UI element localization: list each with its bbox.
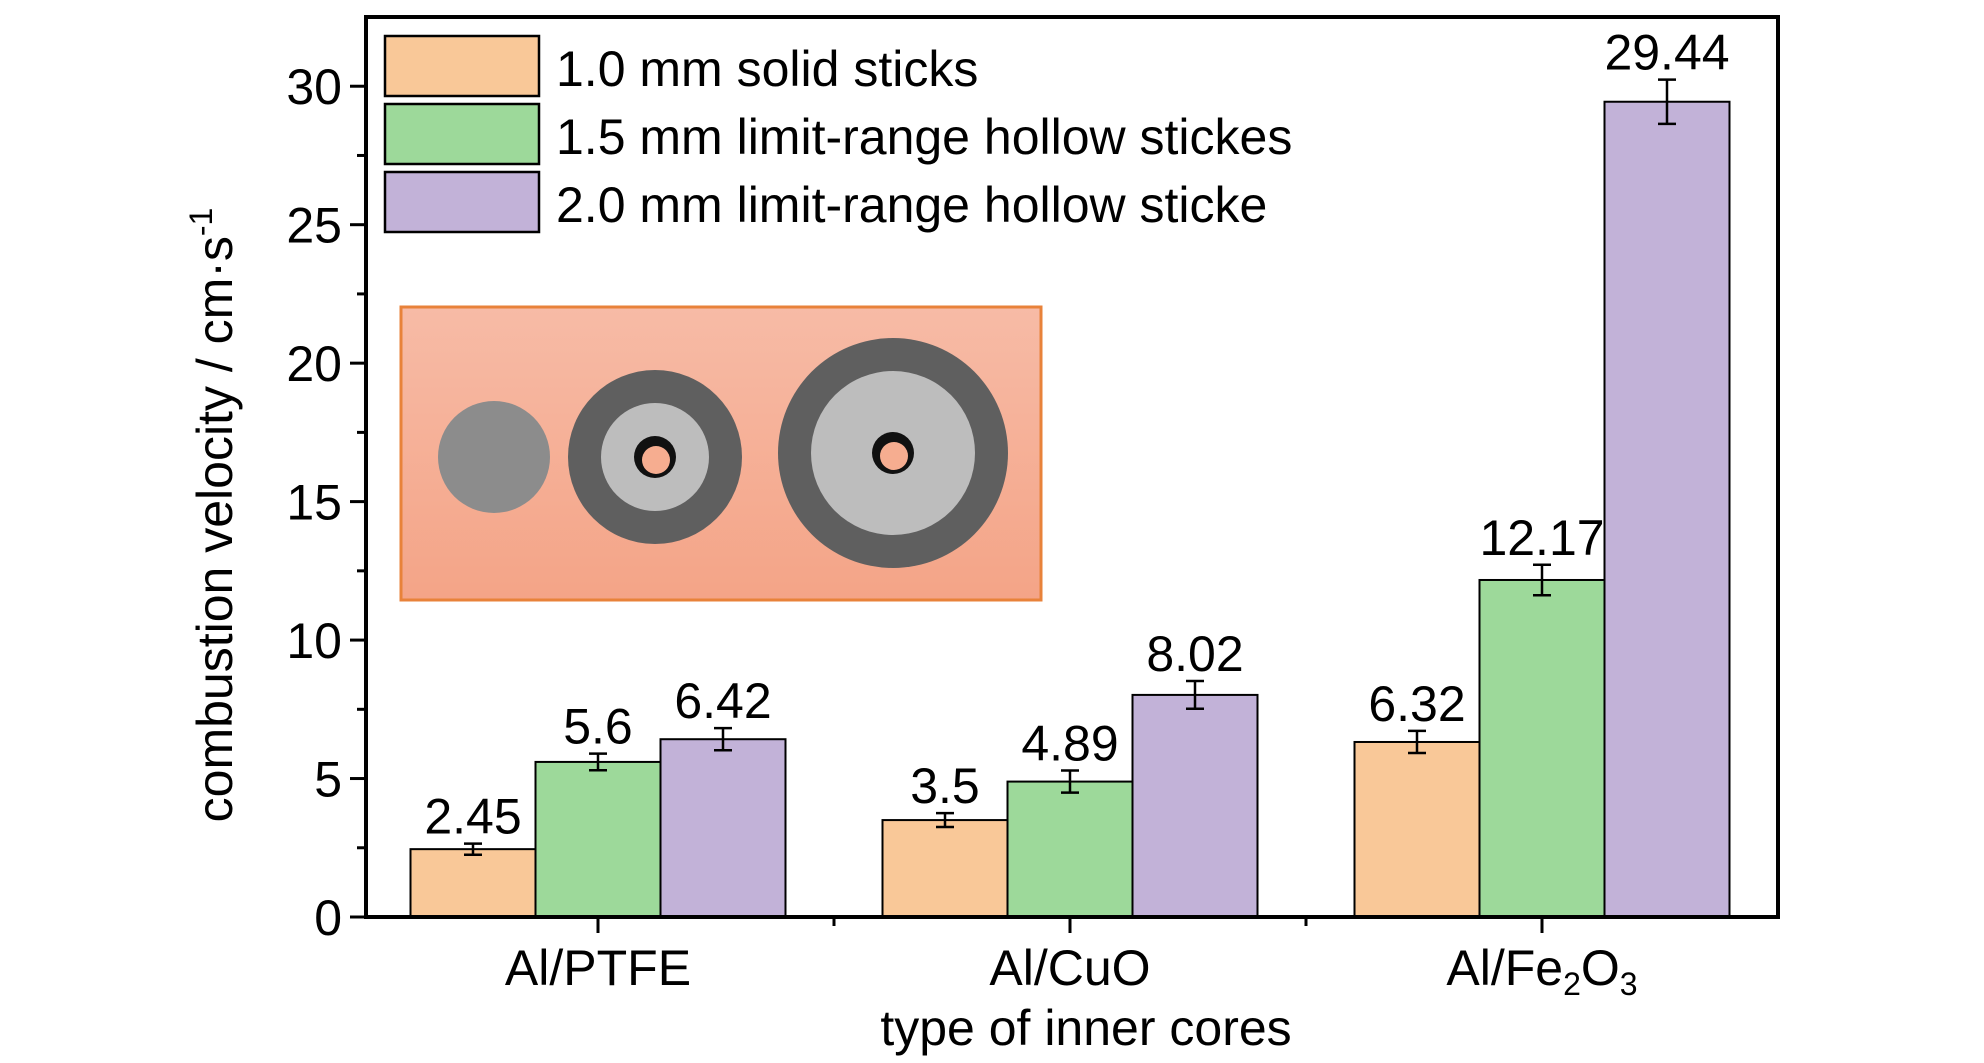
y-tick-label-10: 10 bbox=[286, 613, 342, 669]
plot-frame bbox=[364, 15, 1780, 919]
data-label-s0-c1: 3.5 bbox=[910, 758, 980, 814]
y-tick-label-0: 0 bbox=[314, 890, 342, 946]
x-tick-label-1: Al/CuO bbox=[989, 940, 1150, 996]
legend-label-2: 2.0 mm limit-range hollow sticke bbox=[556, 177, 1267, 233]
bar-s0-c2 bbox=[1353, 740, 1481, 918]
hollow-stick-large-icon bbox=[778, 338, 1008, 568]
data-label-s1-c2: 12.17 bbox=[1479, 510, 1604, 566]
legend-label-0: 1.0 mm solid sticks bbox=[556, 41, 978, 97]
legend-label-1: 1.5 mm limit-range hollow stickes bbox=[556, 109, 1292, 165]
y-tick-label-5: 5 bbox=[314, 752, 342, 808]
bar-s2-c0 bbox=[659, 738, 787, 919]
bar-s0-c0 bbox=[409, 848, 537, 919]
data-label-s0-c2: 6.32 bbox=[1368, 676, 1465, 732]
y-axis-title: combustion velocity / cm·s-1 bbox=[183, 208, 243, 823]
y-tick-label-20: 20 bbox=[286, 336, 342, 392]
y-tick-label-25: 25 bbox=[286, 198, 342, 254]
legend-swatch-2 bbox=[383, 170, 541, 234]
data-label-s2-c0: 6.42 bbox=[674, 673, 771, 729]
bar-s1-c2 bbox=[1478, 578, 1606, 918]
data-label-s1-c1: 4.89 bbox=[1021, 716, 1118, 772]
data-label-s1-c0: 5.6 bbox=[563, 699, 633, 755]
y-tick-label-30: 30 bbox=[286, 59, 342, 115]
bar-s1-c0 bbox=[534, 760, 662, 919]
x-tick-label-2: Al/Fe2O3 bbox=[1446, 940, 1637, 1002]
legend-swatch-0 bbox=[383, 34, 541, 98]
data-label-s2-c1: 8.02 bbox=[1146, 626, 1243, 682]
bar-s1-c1 bbox=[1006, 780, 1134, 918]
legend-swatch-1 bbox=[383, 102, 541, 166]
y-tick-label-15: 15 bbox=[286, 475, 342, 531]
bar-s2-c2 bbox=[1603, 100, 1731, 918]
bar-s2-c1 bbox=[1131, 693, 1259, 919]
data-label-s2-c2: 29.44 bbox=[1604, 25, 1729, 81]
x-tick-label-0: Al/PTFE bbox=[505, 940, 691, 996]
x-axis-title: type of inner cores bbox=[880, 1000, 1291, 1056]
data-label-s0-c0: 2.45 bbox=[424, 789, 521, 845]
inset-illustration bbox=[399, 305, 1043, 602]
hollow-stick-small-icon bbox=[568, 370, 742, 544]
bar-s0-c1 bbox=[881, 819, 1009, 918]
solid-stick-icon bbox=[438, 401, 550, 513]
